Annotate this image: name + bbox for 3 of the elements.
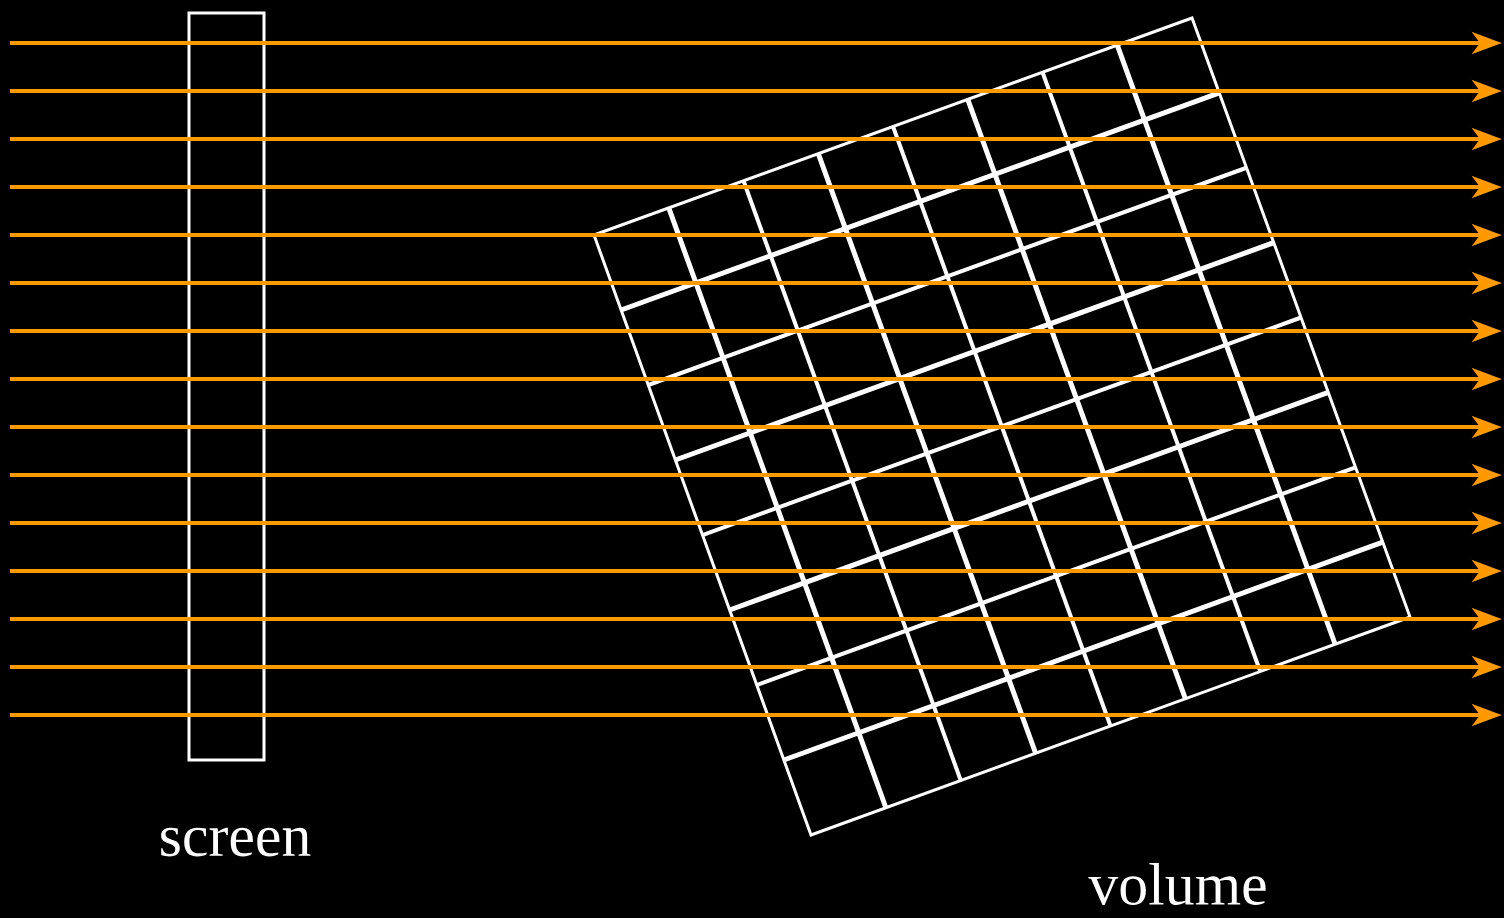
- node-label: screen: [161, 827, 311, 857]
- volume-label: volume: [1088, 862, 1266, 906]
- screen-box: screen: [161, 11, 311, 857]
